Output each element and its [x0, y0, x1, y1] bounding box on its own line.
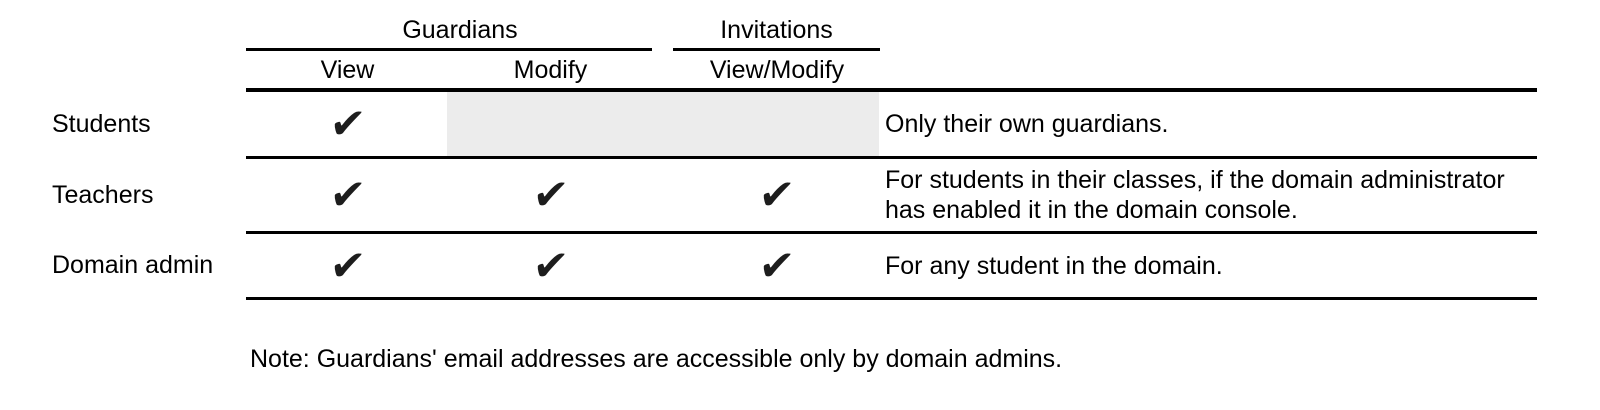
cell-teachers-modify: ✔ — [449, 159, 652, 231]
footnote: Note: Guardians' email addresses are acc… — [250, 345, 1063, 373]
row-divider — [246, 156, 1537, 159]
table-row-students: Students ✔ Only their own guardians. — [0, 92, 1600, 156]
row-label: Domain admin — [52, 251, 214, 279]
check-icon: ✔ — [327, 241, 368, 289]
table-bottom-rule — [246, 297, 1537, 300]
column-header-view: View — [320, 55, 375, 84]
check-icon: ✔ — [530, 241, 571, 289]
guardians-underline — [246, 48, 652, 51]
cell-admin-modify: ✔ — [449, 234, 652, 297]
row-description: Only their own guardians. — [885, 110, 1169, 138]
table-row-domain-admin: Domain admin ✔ ✔ ✔ For any student in th… — [0, 234, 1600, 297]
row-label: Students — [52, 109, 151, 138]
invitations-underline — [673, 48, 880, 51]
check-icon: ✔ — [327, 100, 368, 147]
check-icon: ✔ — [756, 171, 798, 218]
no-permission-region — [447, 92, 879, 156]
cell-teachers-view: ✔ — [246, 159, 449, 231]
cell-admin-view: ✔ — [246, 234, 449, 297]
header-divider — [246, 88, 1537, 92]
table-row-teachers: Teachers ✔ ✔ ✔ For students in their cla… — [0, 159, 1600, 231]
check-icon: ✔ — [530, 171, 571, 218]
check-icon: ✔ — [327, 171, 368, 218]
column-header-modify: Modify — [513, 55, 588, 84]
column-header-view-modify: View/Modify — [709, 55, 845, 84]
row-divider — [246, 231, 1537, 234]
column-group-invitations: Invitations — [720, 15, 833, 44]
check-icon: ✔ — [756, 241, 798, 289]
row-description: For any student in the domain. — [885, 251, 1223, 280]
row-description: For students in their classes, if the do… — [885, 166, 1505, 224]
cell-admin-view-modify: ✔ — [674, 234, 880, 297]
cell-teachers-view-modify: ✔ — [674, 159, 880, 231]
cell-students-view: ✔ — [246, 92, 449, 156]
row-label: Teachers — [52, 180, 154, 209]
column-group-guardians: Guardians — [402, 15, 518, 44]
